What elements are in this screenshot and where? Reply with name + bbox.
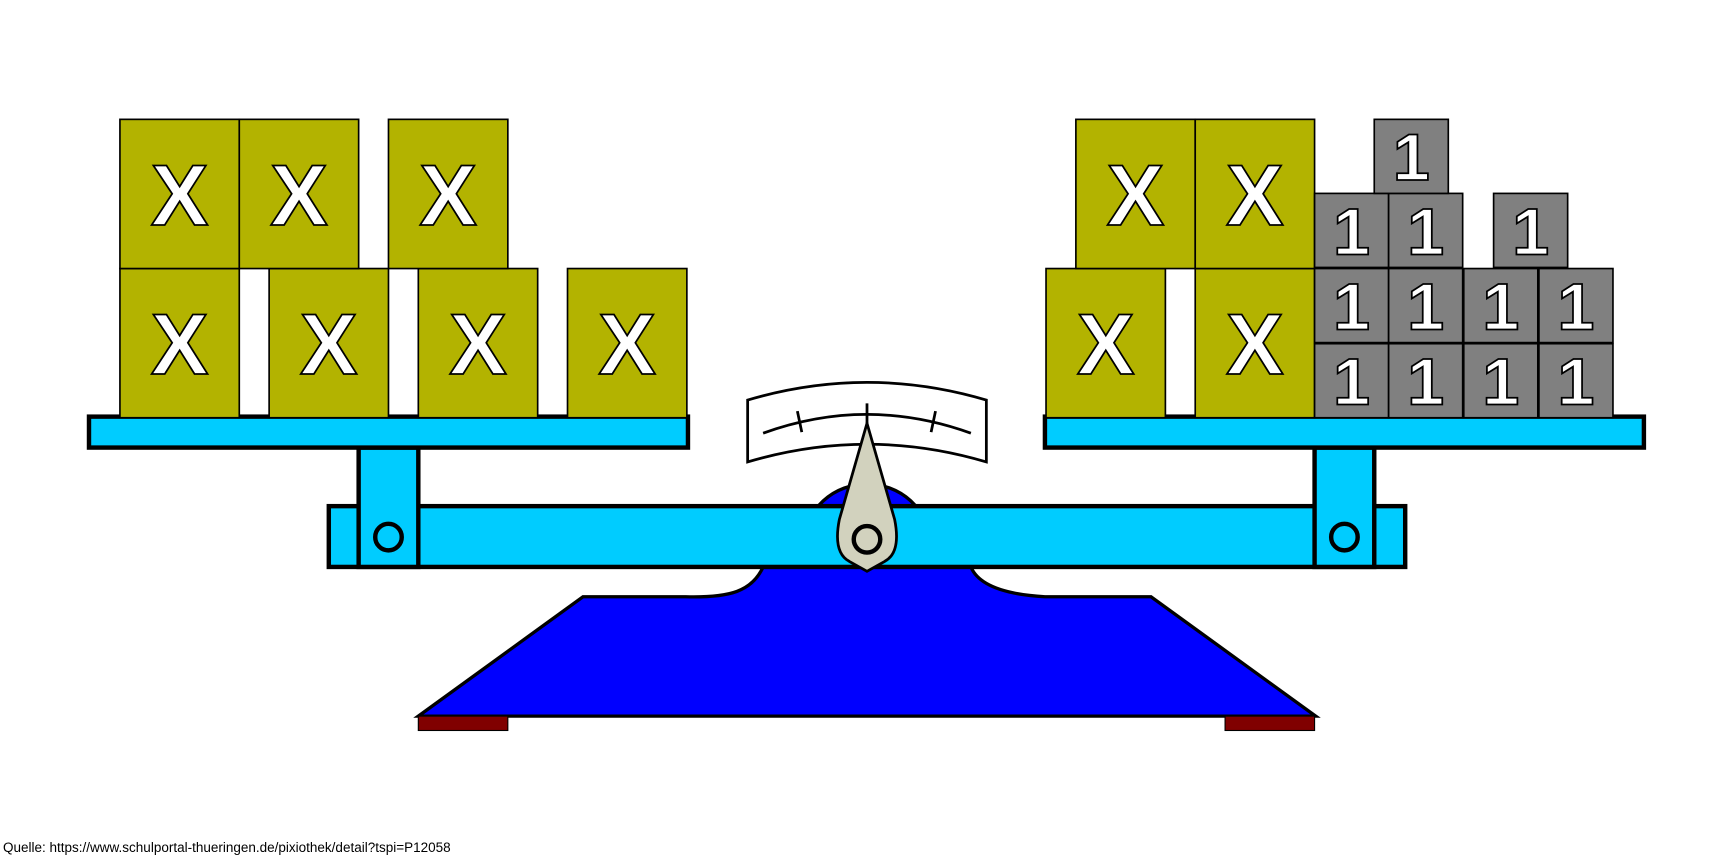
right-unit-weight-label: 1	[1333, 195, 1370, 269]
left-x-weight-label: X	[151, 148, 209, 244]
right-unit-weight-box	[1387, 267, 1464, 344]
left-x-weight-box	[119, 118, 241, 270]
right-unit-weight: 1	[1492, 192, 1569, 270]
left-x-weight: X	[119, 267, 241, 419]
left-foot	[417, 715, 509, 732]
left-x-weight-label: X	[419, 148, 477, 244]
source-caption: Quelle: https://www.schulportal-thuering…	[3, 840, 451, 855]
right-unit-weight-label: 1	[1558, 346, 1595, 420]
right-unit-weight: 1	[1538, 342, 1614, 420]
right-pan	[1042, 414, 1647, 450]
right-unit-weight: 1	[1313, 342, 1390, 420]
left-x-weight: X	[268, 267, 390, 419]
right-unit-weight: 1	[1387, 342, 1464, 420]
meter-tick-right	[929, 410, 937, 433]
left-hanger	[356, 445, 421, 570]
right-x-weight: X	[1075, 118, 1197, 270]
left-x-weight-label: X	[270, 148, 328, 244]
right-unit-weight: 1	[1462, 342, 1539, 420]
right-unit-weight: 1	[1313, 267, 1390, 345]
pointer-pivot-icon	[851, 523, 883, 555]
right-pivot-icon	[1328, 521, 1360, 553]
left-pivot-icon	[373, 521, 404, 553]
left-x-weight: X	[119, 118, 241, 270]
right-unit-weight-box	[1373, 118, 1450, 195]
right-unit-weight-box	[1462, 342, 1539, 419]
right-unit-weight-label: 1	[1393, 121, 1430, 195]
right-unit-weight-label: 1	[1333, 270, 1370, 344]
right-foot	[1224, 715, 1316, 732]
right-unit-weight-box	[1313, 192, 1390, 269]
right-x-weight-label: X	[1226, 297, 1284, 393]
right-unit-weight-label: 1	[1407, 195, 1444, 269]
right-unit-weight-box	[1492, 192, 1569, 269]
right-unit-weight-box	[1538, 342, 1614, 419]
right-unit-weight: 1	[1373, 118, 1450, 196]
right-unit-weight: 1	[1462, 267, 1539, 345]
right-unit-weight-box	[1462, 267, 1539, 344]
right-unit-weight-label: 1	[1558, 270, 1595, 344]
meter-tick-left	[796, 410, 804, 433]
left-x-weight: X	[566, 267, 688, 419]
left-x-weight-box	[119, 267, 241, 419]
left-x-weight: X	[387, 118, 509, 270]
left-x-weight-label: X	[449, 297, 507, 393]
base-stand	[413, 565, 1321, 718]
right-unit-weight-label: 1	[1512, 195, 1549, 269]
right-unit-weight-box	[1538, 267, 1614, 344]
right-unit-weight-label: 1	[1333, 346, 1370, 420]
left-x-weight: X	[417, 267, 539, 419]
left-pan	[86, 414, 691, 450]
right-unit-weight-label: 1	[1407, 270, 1444, 344]
right-unit-weight-box	[1313, 267, 1390, 344]
left-x-weight: X	[238, 118, 360, 270]
right-x-weight: X	[1194, 267, 1316, 419]
left-x-weight-label: X	[598, 297, 656, 393]
pointer-needle	[836, 418, 898, 573]
left-x-weight-box	[387, 118, 509, 270]
right-x-weight: X	[1194, 118, 1316, 270]
left-x-weight-box	[238, 118, 360, 270]
right-x-weight-box	[1045, 267, 1167, 419]
right-unit-weight: 1	[1387, 192, 1464, 270]
right-unit-weight: 1	[1313, 192, 1390, 270]
right-unit-weight: 1	[1538, 267, 1614, 345]
pointer	[836, 418, 898, 573]
right-unit-weight: 1	[1387, 267, 1464, 345]
left-x-weight-box	[268, 267, 390, 419]
left-x-weight-label: X	[151, 297, 209, 393]
right-unit-weight-box	[1387, 342, 1464, 419]
right-unit-weight-box	[1313, 342, 1390, 419]
right-x-weight-box	[1194, 118, 1316, 270]
right-x-weight-label: X	[1226, 148, 1284, 244]
left-x-weight-label: X	[300, 297, 357, 393]
right-unit-weight-label: 1	[1482, 346, 1519, 420]
right-x-weight: X	[1045, 267, 1167, 419]
right-x-weight-label: X	[1077, 297, 1135, 393]
left-x-weight-box	[566, 267, 688, 419]
left-x-weight-box	[417, 267, 539, 419]
right-hanger	[1312, 445, 1377, 570]
right-x-weight-box	[1075, 118, 1197, 270]
right-unit-weight-box	[1387, 192, 1464, 269]
right-unit-weight-label: 1	[1407, 346, 1444, 420]
right-unit-weight-label: 1	[1482, 270, 1519, 344]
right-x-weight-label: X	[1107, 148, 1165, 244]
